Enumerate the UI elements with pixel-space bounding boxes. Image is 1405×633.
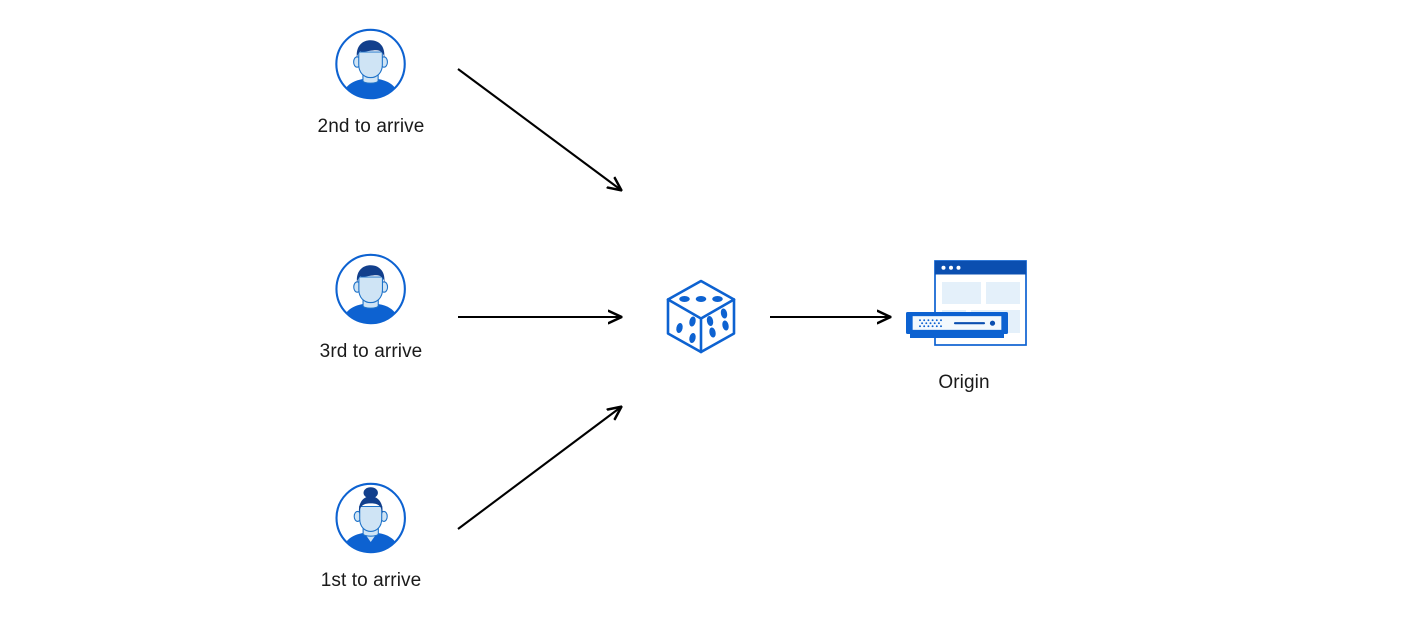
node-label: 1st to arrive <box>320 570 422 591</box>
dice-icon <box>658 273 744 359</box>
node-label: 3rd to arrive <box>319 341 423 362</box>
arrow-second-to-dice <box>457 68 621 190</box>
user-avatar-icon <box>334 27 408 101</box>
node-client-third[interactable]: 3rd to arrive <box>320 252 423 365</box>
node-client-second[interactable]: 2nd to arrive <box>318 27 425 140</box>
arrow-first-to-dice <box>457 407 621 530</box>
user-avatar-icon <box>334 252 408 326</box>
origin-server-icon <box>900 259 1028 357</box>
node-label: Origin <box>938 372 990 393</box>
node-random-selector[interactable] <box>658 273 744 359</box>
user-avatar-icon <box>334 481 408 555</box>
node-label: 2nd to arrive <box>317 116 425 137</box>
node-origin-server[interactable]: Origin <box>900 259 1028 396</box>
server-appliance-shape <box>906 312 1008 338</box>
node-client-first[interactable]: 1st to arrive <box>321 481 422 594</box>
